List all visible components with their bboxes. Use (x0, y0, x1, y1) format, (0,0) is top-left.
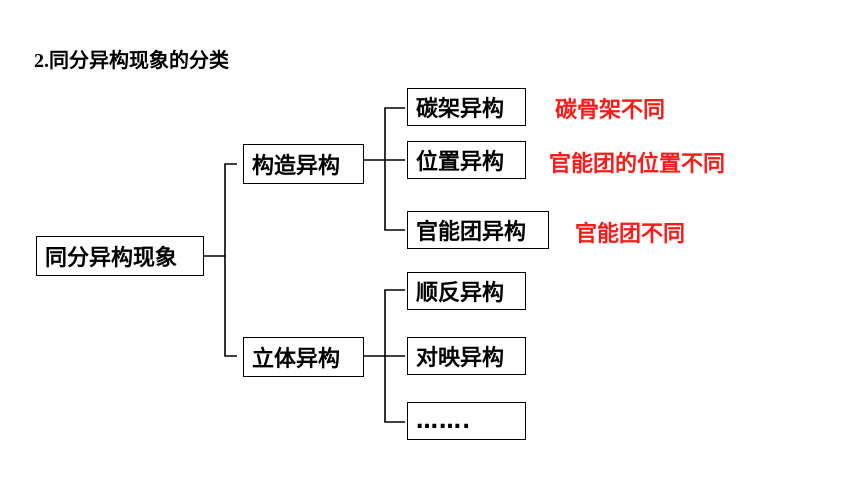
position-label: 位置异构 (416, 150, 505, 175)
functional-group-note: 官能团不同 (575, 222, 686, 247)
carbon-skeleton-node: 碳架异构 (407, 88, 526, 126)
stereo-label: 立体异构 (252, 347, 341, 372)
branch-bracket (224, 163, 237, 357)
structural-isomerism-node: 构造异构 (243, 144, 364, 184)
enantiomer-label: 对映异构 (416, 346, 505, 371)
cis-trans-label: 顺反异构 (416, 281, 505, 306)
functional-group-node: 官能团异构 (407, 211, 549, 249)
stereo-isomerism-node: 立体异构 (243, 337, 364, 377)
position-node: 位置异构 (407, 141, 526, 179)
more-node: ……. (407, 402, 526, 440)
root-label: 同分异构现象 (45, 246, 178, 271)
structural-bracket (384, 107, 405, 231)
cis-trans-node: 顺反异构 (407, 272, 526, 310)
root-node: 同分异构现象 (36, 236, 204, 276)
title-text: 同分异构现象的分类 (49, 48, 229, 72)
position-note: 官能团的位置不同 (549, 152, 726, 177)
title-number: 2. (34, 50, 49, 72)
more-label: ……. (416, 408, 472, 434)
structural-label: 构造异构 (252, 154, 341, 179)
page-title: 2.同分异构现象的分类 (34, 44, 229, 73)
carbon-skeleton-label: 碳架异构 (416, 97, 505, 122)
functional-group-label: 官能团异构 (416, 220, 527, 245)
carbon-skeleton-note: 碳骨架不同 (555, 98, 666, 123)
enantiomer-node: 对映异构 (407, 337, 526, 375)
